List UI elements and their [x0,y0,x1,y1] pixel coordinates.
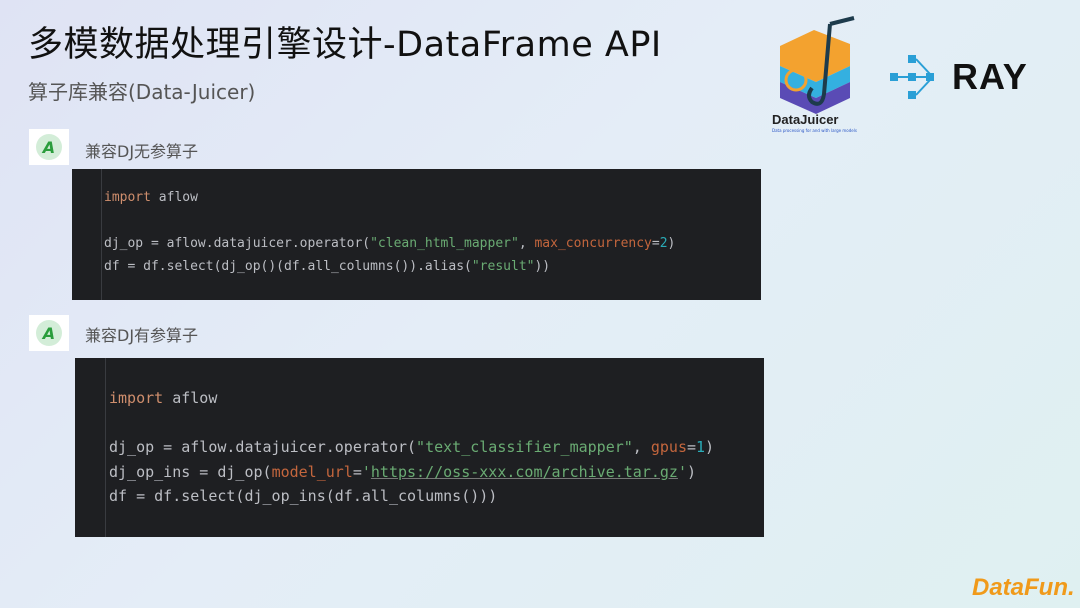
code-line: import aflow [109,389,218,407]
datafun-logo: DataFun. [972,574,1075,601]
code-line: df = df.select(dj_op_ins(df.all_columns(… [109,487,498,505]
code-line: dj_op_ins = dj_op(model_url='https://oss… [109,463,697,481]
section-label: 兼容DJ无参算子 [85,142,199,161]
code-block-no-params: import aflow dj_op = aflow.datajuicer.op… [72,169,761,300]
aflow-logo-icon: A [29,315,69,351]
datajuicer-logo-text: DataJuicer [772,112,839,127]
code-line: df = df.select(dj_op()(df.all_columns())… [104,259,551,274]
ray-logo-text: RAY [952,56,1028,97]
page-subtitle: 算子库兼容(Data-Juicer) [28,80,256,104]
code-line: dj_op = aflow.datajuicer.operator("text_… [109,438,715,456]
section-label: 兼容DJ有参算子 [85,326,199,345]
aflow-logo-icon: A [29,129,69,165]
url-link[interactable]: https://oss-xxx.com/archive.tar.gz [370,463,678,481]
code-block-with-params: import aflow dj_op = aflow.datajuicer.op… [75,358,764,537]
datajuicer-tagline: Data processing for and with large model… [772,128,857,133]
ray-logo-icon [890,52,940,106]
page-title: 多模数据处理引擎设计-DataFrame API [28,25,662,65]
code-line: import aflow [104,190,198,205]
datajuicer-logo: DataJuicer Data processing for and with … [770,16,862,134]
code-line: dj_op = aflow.datajuicer.operator("clean… [104,236,676,251]
